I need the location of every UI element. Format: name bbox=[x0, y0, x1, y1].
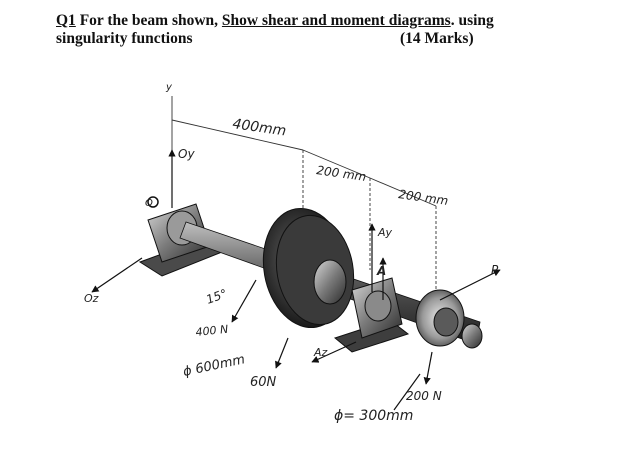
question-line-2: singularity functions (14 Marks) bbox=[56, 30, 616, 48]
label-dim-400: 400mm bbox=[231, 116, 287, 139]
pulley bbox=[415, 289, 483, 349]
question-intro: For the beam shown, bbox=[75, 12, 222, 29]
question-marks: (14 Marks) bbox=[400, 30, 474, 47]
bolt-o-icon bbox=[147, 196, 159, 208]
question-number: Q1 bbox=[56, 12, 76, 29]
label-force-200: 200 N bbox=[406, 389, 442, 403]
label-point-o: O bbox=[145, 198, 153, 209]
arrow-60n bbox=[275, 337, 289, 369]
arrow-200n bbox=[423, 351, 433, 385]
leader-dia-300 bbox=[393, 373, 421, 411]
disk-gear bbox=[262, 207, 355, 329]
arrow-oz bbox=[91, 257, 143, 293]
label-force-60: 60N bbox=[250, 375, 277, 390]
label-az: Az bbox=[313, 346, 328, 359]
label-dim-200-left: 200 mm bbox=[316, 163, 368, 184]
question-header: Q1 For the beam shown, Show shear and mo… bbox=[56, 12, 616, 48]
label-a: A bbox=[376, 264, 386, 278]
arrow-p bbox=[439, 269, 501, 301]
shaft-end bbox=[461, 323, 483, 349]
label-dia-300: ϕ= 300mm bbox=[334, 408, 413, 424]
label-dim-200-right: 200 mm bbox=[398, 187, 450, 208]
question-method: singularity functions bbox=[56, 30, 193, 47]
bearing-o bbox=[138, 196, 224, 277]
label-y-axis: y bbox=[165, 82, 173, 93]
question-task: Show shear and moment diagrams bbox=[221, 12, 451, 29]
bearing-a bbox=[333, 277, 410, 353]
question-line-1: Q1 For the beam shown, Show shear and mo… bbox=[56, 12, 616, 30]
label-oz: Oz bbox=[84, 292, 99, 305]
arrow-az bbox=[311, 341, 357, 363]
disk-gear-hub bbox=[313, 259, 347, 305]
label-p: P bbox=[491, 263, 499, 277]
dim-line-400 bbox=[171, 119, 304, 151]
label-dia-600: ϕ 600mm bbox=[182, 352, 247, 380]
label-ay: Ay bbox=[377, 226, 393, 239]
pulley-hub bbox=[433, 307, 459, 337]
label-oy: Oy bbox=[178, 147, 195, 161]
label-force-400: 400 N bbox=[195, 323, 229, 339]
arrow-400n bbox=[231, 279, 257, 323]
question-tail: . using bbox=[450, 12, 494, 29]
bearing-a-bore bbox=[364, 290, 392, 322]
force-arrows bbox=[91, 149, 501, 411]
dim-line-200-right bbox=[369, 177, 437, 207]
dim-line-200-left bbox=[302, 149, 371, 179]
label-angle-15: 15° bbox=[204, 286, 229, 306]
